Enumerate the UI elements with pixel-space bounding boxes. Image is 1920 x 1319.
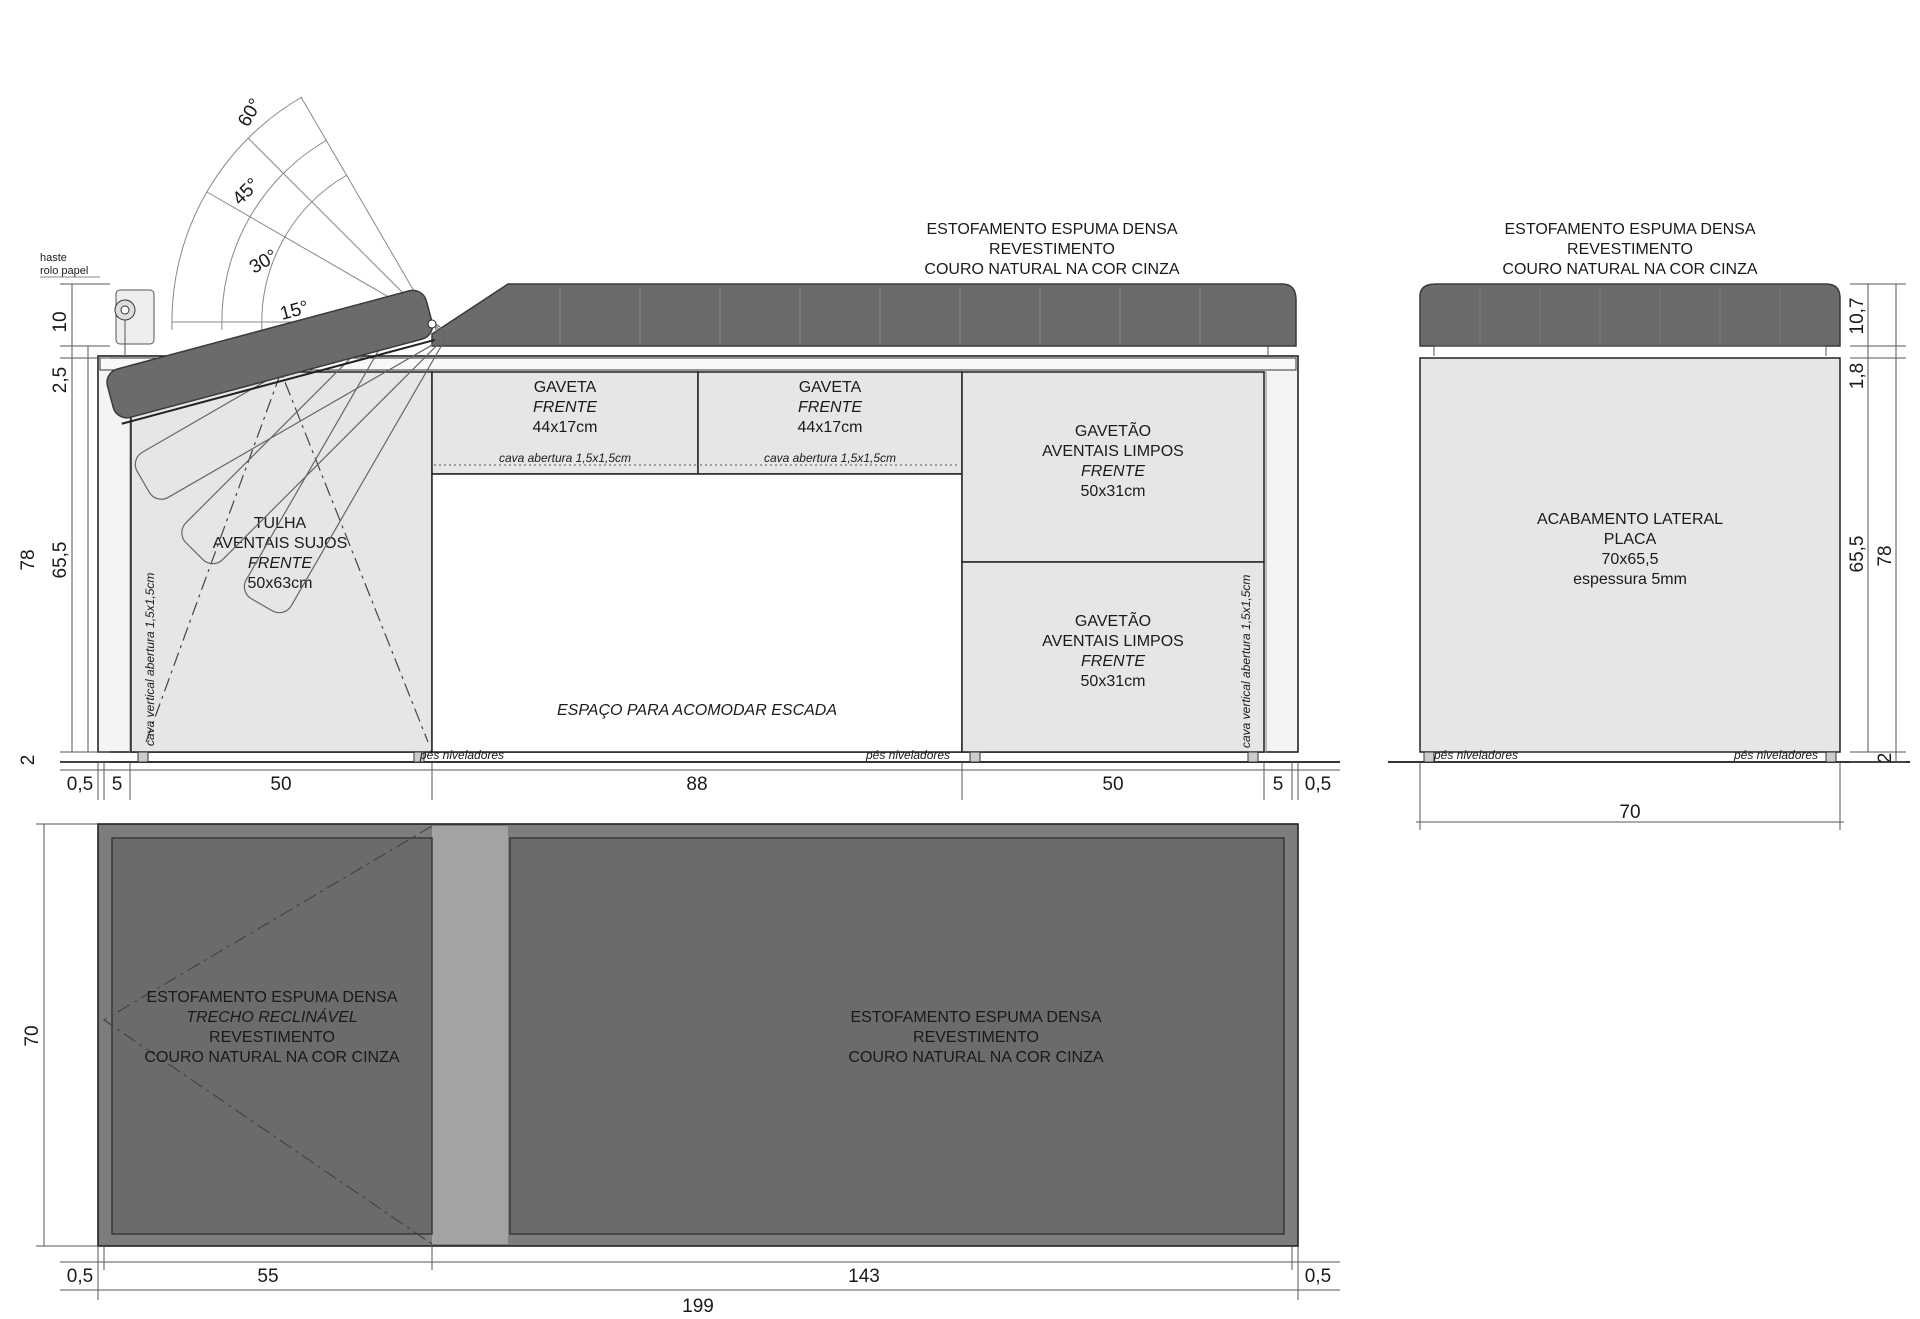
drawer-left-size: 44x17cm (533, 419, 598, 436)
side-panel-line-1: ACABAMENTO LATERAL (1537, 511, 1723, 528)
upholstery-label-1: ESTOFAMENTO ESPUMA DENSA (926, 221, 1177, 238)
side-panel-line-2: PLACA (1604, 531, 1657, 548)
drawer-right-size: 44x17cm (798, 419, 863, 436)
angle-30: 30° (246, 246, 281, 279)
tulha-panel[interactable] (130, 371, 433, 753)
big-drawer-top[interactable] (961, 371, 1265, 563)
big-drawer-bottom-subtitle: AVENTAIS LIMPOS (1042, 633, 1184, 650)
top-right-line-3: COURO NATURAL NA COR CINZA (848, 1049, 1103, 1066)
big-drawer-top-size: 50x31cm (1081, 483, 1146, 500)
tulha-face: FRENTE (248, 555, 312, 572)
upholstery-label-3: COURO NATURAL NA COR CINZA (924, 261, 1179, 278)
right-cushion-top (509, 837, 1285, 1235)
dim-bottom-0-5-left: 0,5 (67, 774, 93, 795)
side-upholstery-label-2: REVESTIMENTO (1567, 241, 1693, 258)
vertical-note-left: cava vertical abertura 1,5x1,5cm (143, 573, 157, 746)
side-feet-label-2: pés niveladores (1733, 748, 1818, 762)
top-rail (99, 357, 1297, 371)
side-upholstery-label-1: ESTOFAMENTO ESPUMA DENSA (1504, 221, 1755, 238)
big-drawer-bottom-face: FRENTE (1081, 653, 1145, 670)
top-left-line-2: TRECHO RECLINÁVEL (186, 1007, 358, 1026)
dim-2-5: 2,5 (50, 367, 71, 393)
feet-label-1: pés niveladores (419, 748, 504, 762)
main-cushion (431, 283, 1297, 347)
top-dim-143: 143 (848, 1266, 880, 1287)
feet-label-2: pés niveladores (865, 748, 950, 762)
tulha-size: 50x63cm (248, 575, 313, 592)
dim-bottom-50-left: 50 (270, 774, 291, 795)
dim-bottom-88: 88 (686, 774, 707, 795)
top-dim-0-5-right: 0,5 (1305, 1266, 1331, 1287)
backrest (106, 289, 435, 425)
upholstery-label-2: REVESTIMENTO (989, 241, 1115, 258)
drawer-left[interactable] (431, 371, 699, 475)
dim-78: 78 (18, 549, 39, 570)
leveling-feet (137, 751, 1259, 763)
stair-space-label: ESPAÇO PARA ACOMODAR ESCADA (557, 702, 837, 719)
tulha-title: TULHA (254, 515, 307, 532)
vertical-note-right: cava vertical abertura 1,5x1,5cm (1239, 575, 1253, 748)
drawer-left-note: cava abertura 1,5x1,5cm (499, 451, 631, 465)
top-right-line-1: ESTOFAMENTO ESPUMA DENSA (850, 1009, 1101, 1026)
dim-bottom-0-5-right: 0,5 (1305, 774, 1331, 795)
big-drawer-top-title: GAVETÃO (1075, 420, 1151, 440)
dim-bottom-5-left: 5 (112, 774, 123, 795)
side-dim-78: 78 (1875, 545, 1896, 566)
paper-roll-label-2: rolo papel (40, 265, 88, 277)
drawer-right-title: GAVETA (799, 379, 862, 396)
dim-10: 10 (50, 311, 71, 332)
paper-roll (114, 289, 155, 356)
side-cushion (1419, 283, 1841, 347)
top-left-line-3: REVESTIMENTO (209, 1029, 335, 1046)
drawer-right-note: cava abertura 1,5x1,5cm (764, 451, 896, 465)
big-drawer-top-face: FRENTE (1081, 463, 1145, 480)
gap-strip (432, 826, 508, 1244)
angle-45: 45° (229, 174, 264, 209)
side-panel-line-4: espessura 5mm (1573, 571, 1687, 588)
top-view: ESTOFAMENTO ESPUMA DENSA TRECHO RECLINÁV… (22, 823, 1340, 1317)
top-dim-70: 70 (22, 1025, 43, 1046)
drawer-right[interactable] (697, 371, 963, 475)
dim-65-5: 65,5 (50, 542, 71, 579)
drawer-right-face: FRENTE (798, 399, 862, 416)
stair-space (431, 473, 963, 753)
dim-2: 2 (18, 755, 39, 766)
drawer-left-face: FRENTE (533, 399, 597, 416)
side-upholstery-label-3: COURO NATURAL NA COR CINZA (1502, 261, 1757, 278)
side-dim-1-8: 1,8 (1847, 363, 1868, 389)
top-tulha-hinge (102, 825, 433, 1245)
top-left-line-1: ESTOFAMENTO ESPUMA DENSA (146, 989, 397, 1006)
tulha-hinge-lines (145, 370, 429, 743)
dim-bottom-50-right: 50 (1102, 774, 1123, 795)
top-right-line-2: REVESTIMENTO (913, 1029, 1039, 1046)
big-drawer-bottom-size: 50x31cm (1081, 673, 1146, 690)
dim-bottom-5-right: 5 (1273, 774, 1284, 795)
side-dim-2: 2 (1875, 753, 1896, 764)
left-cushion-top (111, 837, 433, 1235)
tulha-subtitle: AVENTAIS SUJOS (213, 535, 348, 552)
side-dim-70: 70 (1619, 802, 1640, 823)
drawer-left-title: GAVETA (534, 379, 597, 396)
side-panel-line-3: 70x65,5 (1602, 551, 1659, 568)
paper-roll-label-1: haste (40, 252, 67, 264)
side-panel (1419, 357, 1841, 753)
top-dim-55: 55 (257, 1266, 278, 1287)
side-dim-10-7: 10,7 (1847, 298, 1868, 335)
big-drawer-bottom-title: GAVETÃO (1075, 610, 1151, 630)
side-view: ESTOFAMENTO ESPUMA DENSA REVESTIMENTO CO… (1388, 221, 1910, 830)
top-dim-0-5-left: 0,5 (67, 1266, 93, 1287)
top-left-line-4: COURO NATURAL NA COR CINZA (144, 1049, 399, 1066)
side-dim-65-5: 65,5 (1847, 536, 1868, 573)
front-view: TULHA AVENTAIS SUJOS FRENTE 50x63cm cava… (18, 95, 1340, 800)
big-drawer-bottom[interactable] (961, 561, 1265, 753)
top-dim-199: 199 (682, 1296, 714, 1317)
big-drawer-top-subtitle: AVENTAIS LIMPOS (1042, 443, 1184, 460)
side-feet-label-1: pés niveladores (1433, 748, 1518, 762)
